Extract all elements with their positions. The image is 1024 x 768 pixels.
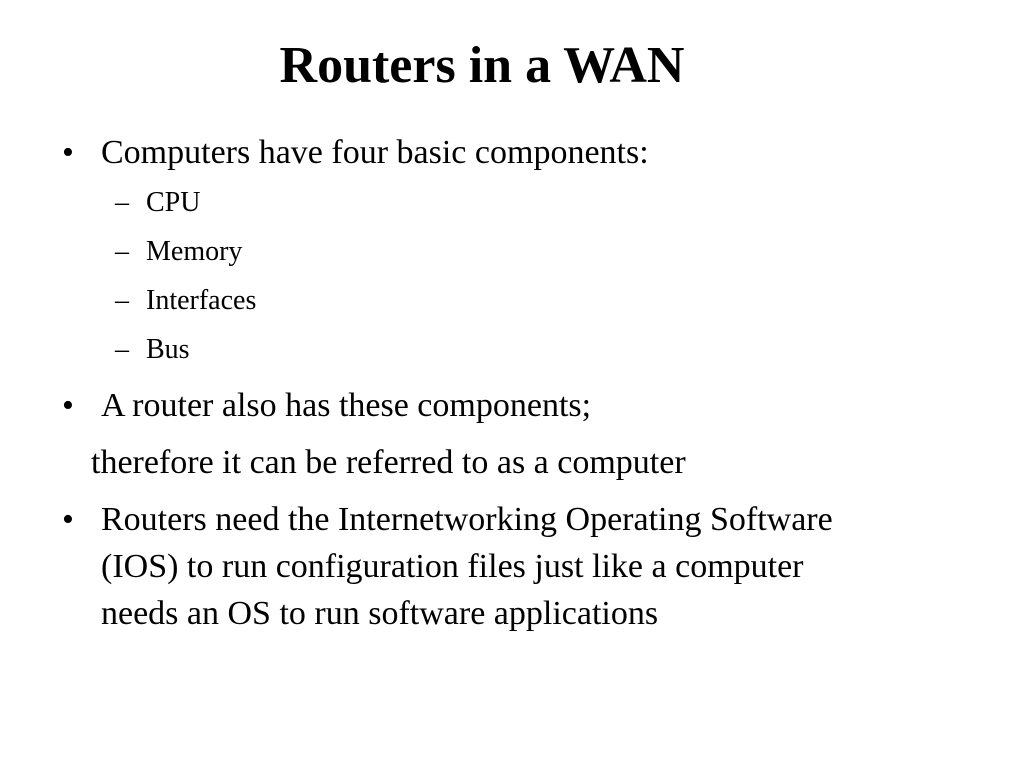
slide-title: Routers in a WAN: [279, 37, 685, 94]
bullet-continuation: therefore it can be referred to as a com…: [91, 444, 686, 481]
sub-item-text: Bus: [146, 334, 190, 365]
dash-icon: –: [115, 285, 129, 316]
bullet-text-line: needs an OS to run software applications: [101, 595, 659, 632]
bullet-icon: •: [62, 501, 74, 538]
bullet-text: Computers have four basic components:: [101, 134, 649, 171]
sub-item-text: Interfaces: [146, 285, 257, 316]
sub-item-text: CPU: [146, 187, 201, 218]
bullet-text-line: (IOS) to run configuration files just li…: [101, 548, 804, 585]
dash-icon: –: [115, 334, 129, 365]
bullet-text-line: Routers need the Internetworking Operati…: [101, 501, 833, 538]
bullet-icon: •: [62, 387, 74, 424]
dash-icon: –: [115, 236, 129, 267]
dash-icon: –: [115, 187, 129, 218]
bullet-icon: •: [62, 134, 74, 171]
bullet-text: A router also has these components;: [101, 387, 592, 424]
sub-item-text: Memory: [146, 236, 243, 267]
